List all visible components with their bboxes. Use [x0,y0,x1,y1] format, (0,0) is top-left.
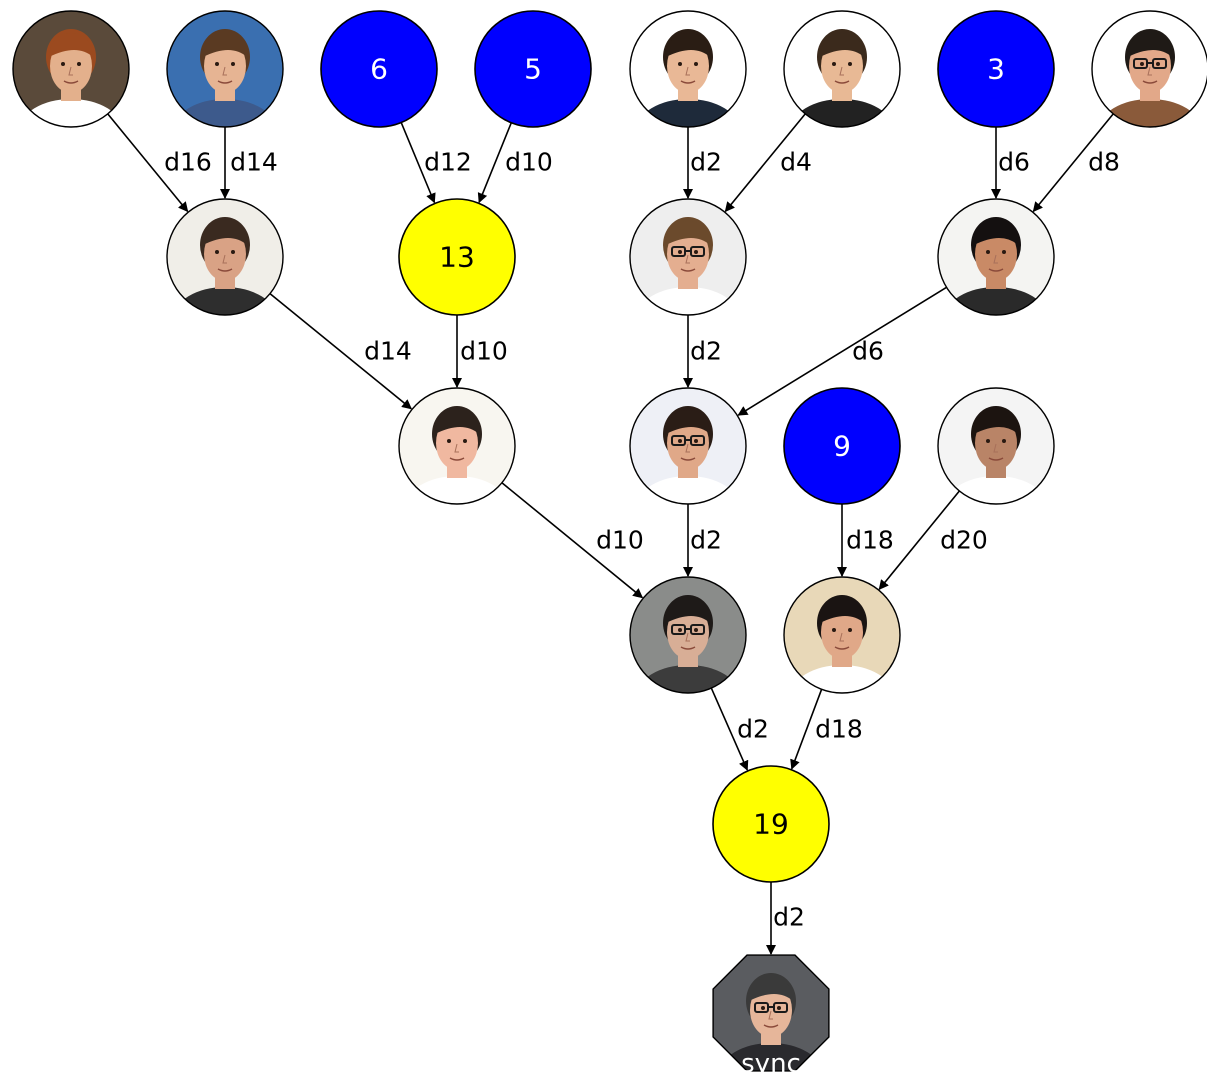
node-circle [712,765,830,883]
edge-label: d12 [424,148,472,177]
edge-label: d2 [737,715,769,744]
octagon-border [712,954,830,1072]
edge-n6-to-n13 [400,122,436,204]
person-node [937,198,1055,316]
edge-p4-to-p7 [724,113,806,213]
node-label: 13 [439,241,475,274]
edge-label: d4 [780,148,812,177]
edge-p8-to-p10 [737,286,947,416]
edge-label: d2 [690,337,722,366]
person-node [629,387,747,505]
node-border [783,10,901,128]
portrait-photo [784,11,900,127]
edge-label: d8 [1088,148,1120,177]
edge-p11-to-p13 [878,490,960,591]
person-node [937,387,1055,505]
edge-p12-to-n19 [710,687,749,771]
node-border [783,576,901,694]
node-circle [320,10,438,128]
person-node [629,576,747,694]
node-circle [937,10,1055,128]
node-label: 19 [753,808,789,841]
edge-p5-to-p8 [1032,113,1114,213]
edge-label: d2 [773,903,805,932]
node-border [629,10,747,128]
portrait-photo [167,11,283,127]
edge-label: d14 [230,148,278,177]
node-circle [474,10,592,128]
edge-p9-to-p12 [501,482,644,599]
person-node [783,576,901,694]
number-node-13: 13 [398,198,516,316]
number-node-19: 19 [712,765,830,883]
edge-label: d6 [852,337,884,366]
person-node [166,10,284,128]
portrait-photo [713,955,829,1071]
portrait-photo [938,388,1054,504]
node-border [1091,10,1207,128]
edge-p1-to-p6 [107,113,189,213]
node-circle [783,387,901,505]
person-node [166,198,284,316]
node-label: 6 [370,53,388,86]
edge-label: d10 [596,526,644,555]
person-node [783,10,901,128]
person-node [1091,10,1207,128]
node-label: 3 [987,53,1005,86]
node-border [398,387,516,505]
person-node [398,387,516,505]
portrait-photo [399,388,515,504]
number-node-5: 5 [474,10,592,128]
edge-labels-layer: d16 d14 d12 d10 d2 d4 d6 d8 d14 d10 d2 d6 d10 d2 d18 d2… [164,148,1120,932]
edge-label: d10 [460,337,508,366]
person-node [629,10,747,128]
person-node [12,10,130,128]
sync-label: sync [741,1049,801,1079]
node-border [629,198,747,316]
edge-label: d14 [364,337,412,366]
edge-label: d6 [998,148,1030,177]
portrait-photo [630,11,746,127]
portrait-photo [167,199,283,315]
node-border [166,198,284,316]
node-border [937,198,1055,316]
person-node [629,198,747,316]
node-label: 5 [524,53,542,86]
node-border [629,576,747,694]
sync-node: sync [712,954,830,1079]
edge-n5-to-n13 [477,122,513,204]
edge-label: d10 [505,148,553,177]
edge-label: d16 [164,148,212,177]
edge-label: d2 [690,526,722,555]
portrait-photo [630,199,746,315]
portrait-photo [1092,11,1207,127]
node-border [629,387,747,505]
portrait-photo [938,199,1054,315]
edge-label: d20 [940,526,988,555]
number-node-3: 3 [937,10,1055,128]
node-border [12,10,130,128]
edges-layer [107,113,1114,955]
edge-label: d18 [815,715,863,744]
node-circle [398,198,516,316]
node-border [937,387,1055,505]
node-label: 9 [833,430,851,463]
portrait-photo [784,577,900,693]
number-node-6: 6 [320,10,438,128]
edge-label: d18 [846,526,894,555]
node-border [166,10,284,128]
edge-label: d2 [690,148,722,177]
edge-p13-to-n19 [790,689,823,770]
number-node-9: 9 [783,387,901,505]
portrait-photo [630,577,746,693]
portrait-photo [13,11,129,127]
edge-p6-to-p9 [269,293,413,410]
portrait-photo [630,388,746,504]
